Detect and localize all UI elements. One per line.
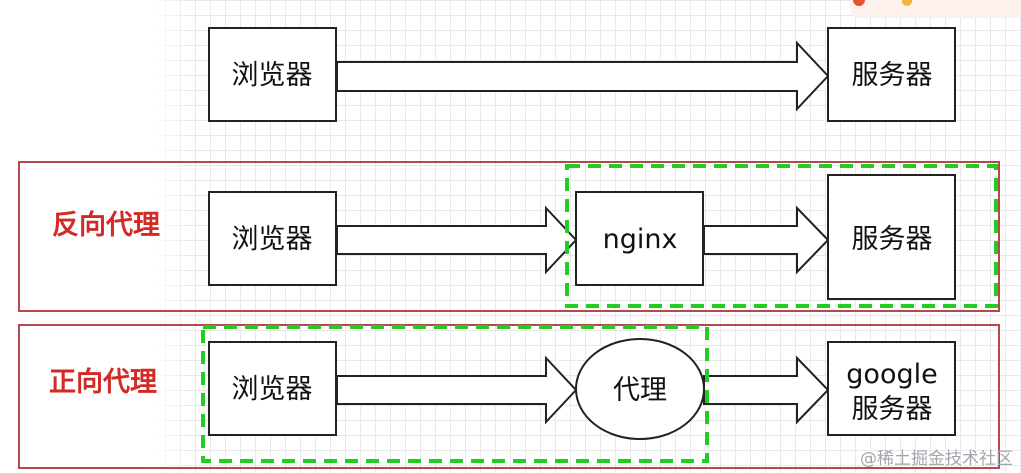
- reverse-proxy-frame: [18, 161, 1000, 312]
- row2-server-box: [827, 174, 956, 300]
- row2-browser-box: [208, 191, 337, 286]
- row3-proxy-label: 代理: [613, 375, 667, 406]
- row3-arrow-to-proxy: [336, 355, 578, 425]
- row2-arrow-to-server: [703, 205, 830, 275]
- row3-google-box: [827, 341, 956, 436]
- reverse-proxy-scope-dashed: [565, 164, 998, 308]
- row3-google-label-line1: google: [846, 359, 937, 390]
- row2-arrow-to-nginx: [336, 205, 578, 275]
- row2-browser-label: 浏览器: [232, 224, 313, 255]
- row1-server-label: 服务器: [852, 60, 933, 91]
- corner-dot-yellow: [902, 0, 912, 6]
- reverse-proxy-label: 反向代理: [52, 209, 160, 241]
- row2-server-label: 服务器: [852, 224, 933, 255]
- row3-arrow-to-google: [703, 355, 830, 425]
- forward-proxy-scope-dashed: [201, 325, 709, 463]
- corner-decoration: [850, 0, 1021, 18]
- grid-fade: [150, 0, 190, 473]
- row3-browser-box: [208, 341, 337, 436]
- row2-nginx-label: nginx: [603, 224, 678, 255]
- forward-proxy-label: 正向代理: [49, 366, 157, 398]
- row1-browser-label: 浏览器: [232, 60, 313, 91]
- row1-arrow: [336, 40, 830, 112]
- row3-browser-label: 浏览器: [232, 374, 313, 405]
- watermark: @稀土掘金技术社区: [860, 449, 1013, 469]
- row3-google-label-line2: 服务器: [852, 394, 933, 425]
- row1-server-box: [827, 27, 956, 122]
- corner-dot-orange: [853, 0, 865, 6]
